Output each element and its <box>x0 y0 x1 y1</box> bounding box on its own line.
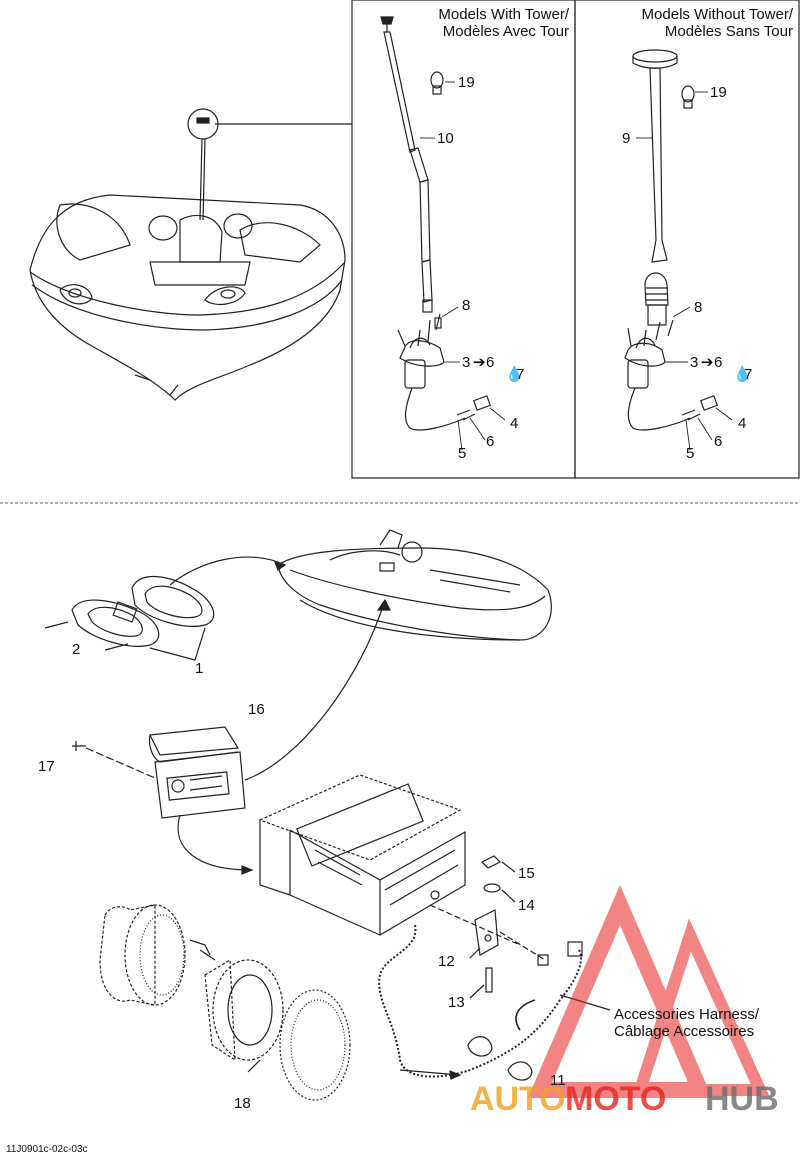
harness-label-en: Accessories Harness/ <box>614 1006 760 1023</box>
callout-11: 11 <box>550 1072 566 1089</box>
leader-1 <box>149 627 206 661</box>
callout-8-without: 8 <box>694 299 702 316</box>
callout-arrow-without: ➔ <box>701 354 714 371</box>
with-tower-light-assembly <box>380 16 492 431</box>
callout-19-without: 19 <box>710 84 727 101</box>
callout-drop-without: 💧 <box>733 365 752 383</box>
radio-head-unit <box>258 774 466 936</box>
callout-12: 12 <box>438 953 455 970</box>
without-tower-title-fr: Modèles Sans Tour <box>665 23 793 40</box>
arrow-head-1 <box>274 561 287 571</box>
callout-17: 17 <box>38 758 55 775</box>
panel-with-tower-frame <box>351 0 576 479</box>
without-tower-title-en: Models Without Tower/ <box>642 6 794 23</box>
callout-3-without: 3 <box>690 354 698 371</box>
with-tower-title-en: Models With Tower/ <box>438 6 569 23</box>
callout-4-with: 4 <box>510 415 518 432</box>
callout-7-with: 7 <box>516 366 524 383</box>
boat-top-view <box>277 529 552 641</box>
callout-3-with: 3 <box>462 354 470 371</box>
callout-arrow-with: ➔ <box>473 354 486 371</box>
callout-10: 10 <box>437 130 454 147</box>
bulb-19-with-tower <box>430 71 444 95</box>
callout-5-with: 5 <box>458 445 466 462</box>
watermark-logo <box>527 884 770 1098</box>
watermark-moto: MOTO <box>565 1080 666 1118</box>
arrow-flange-to-boat <box>169 556 286 586</box>
leader-lines-top <box>420 81 733 451</box>
leader-17-dash <box>85 747 156 779</box>
arrow-radio-to-unit <box>177 814 251 871</box>
callout-14: 14 <box>518 897 535 914</box>
panel-without-tower-frame <box>574 0 800 479</box>
screw-17 <box>72 741 86 751</box>
harness-label-fr: Câblage Accessoires <box>614 1023 754 1040</box>
speaker-set <box>99 904 351 1101</box>
mount-bracket-hardware <box>429 855 549 993</box>
leader-18 <box>247 1059 261 1073</box>
callout-6b-without: 6 <box>714 433 722 450</box>
callout-18: 18 <box>234 1095 251 1112</box>
callout-8-with: 8 <box>462 297 470 314</box>
callout-16: 16 <box>248 701 265 718</box>
with-tower-title-fr: Modèles Avec Tour <box>443 23 569 40</box>
callout-4-without: 4 <box>738 415 746 432</box>
figure-code: 11J0901c-02c-03c <box>6 1144 88 1155</box>
arrow-head-3 <box>241 865 254 875</box>
callout-2: 2 <box>72 641 80 658</box>
callout-19-with: 19 <box>458 74 475 91</box>
arrow-head-2 <box>376 598 391 611</box>
without-tower-light-assembly <box>624 49 719 431</box>
callout-drop-with: 💧 <box>505 365 524 383</box>
callout-15: 15 <box>518 865 535 882</box>
callout-7-without: 7 <box>744 366 752 383</box>
accessories-harness <box>378 924 583 1081</box>
callout-5-without: 5 <box>686 445 694 462</box>
callout-6a-with: 6 <box>486 354 494 371</box>
bulb-19-without-tower <box>681 85 695 109</box>
arrow-radio-to-boat <box>244 599 386 781</box>
callout-9: 9 <box>622 130 630 147</box>
watermark-auto: AUTO <box>470 1080 566 1118</box>
callout-6b-with: 6 <box>486 433 494 450</box>
callout-6a-without: 6 <box>714 354 722 371</box>
callout-1: 1 <box>195 660 203 677</box>
radio-with-cover <box>148 726 246 819</box>
callout-13: 13 <box>448 994 465 1011</box>
boat-front-view <box>29 108 352 401</box>
speaker-flange-assembly <box>44 575 215 651</box>
watermark-hub: HUB <box>705 1080 779 1118</box>
